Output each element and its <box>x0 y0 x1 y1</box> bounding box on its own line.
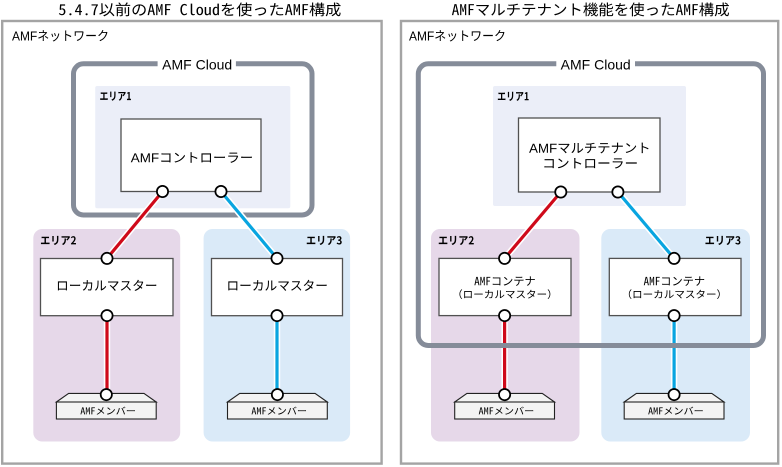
svg-text:AMF Cloud: AMF Cloud <box>162 57 232 73</box>
svg-text:AMF Cloud: AMF Cloud <box>561 57 631 73</box>
